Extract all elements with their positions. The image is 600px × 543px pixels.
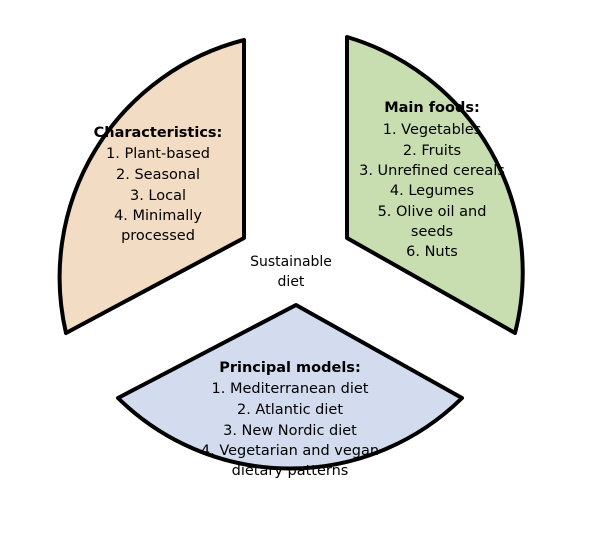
principal-models-item: 2. Atlantic diet — [237, 402, 343, 418]
main-foods-item: 6. Nuts — [406, 244, 458, 260]
characteristics-item: 1. Plant-based — [106, 146, 210, 162]
center-label: Sustainable diet — [250, 254, 332, 290]
center-label-line: diet — [278, 274, 305, 290]
main-foods-item: 2. Fruits — [403, 143, 461, 159]
principal-models-segment — [116, 303, 464, 471]
main-foods-title: Main foods: — [384, 100, 480, 116]
main-foods-item: 5. Olive oil and — [378, 204, 487, 220]
principal-models-text: Principal models: 1. Mediterranean diet … — [201, 360, 379, 479]
principal-models-item: dietary patterns — [232, 463, 349, 479]
main-foods-item: 1. Vegetables — [383, 122, 482, 138]
main-foods-segment — [345, 35, 525, 335]
characteristics-text: Characteristics: 1. Plant-based 2. Seaso… — [94, 125, 223, 244]
principal-models-title: Principal models: — [219, 360, 361, 376]
main-foods-item: 3. Unrefined cereals — [359, 163, 505, 179]
center-label-line: Sustainable — [250, 254, 332, 270]
principal-models-item: 1. Mediterranean diet — [212, 381, 369, 397]
characteristics-item: 4. Minimally — [114, 208, 202, 224]
principal-models-item: 3. New Nordic diet — [223, 423, 357, 439]
characteristics-item: processed — [121, 228, 195, 244]
main-foods-item: 4. Legumes — [390, 183, 474, 199]
main-foods-text: Main foods: 1. Vegetables 2. Fruits 3. U… — [359, 100, 505, 260]
characteristics-title: Characteristics: — [94, 125, 223, 141]
characteristics-item: 3. Local — [130, 188, 186, 204]
principal-models-item: 4. Vegetarian and vegan — [201, 443, 379, 459]
characteristics-segment — [57, 38, 246, 335]
main-foods-item: seeds — [411, 224, 453, 240]
characteristics-item: 2. Seasonal — [116, 167, 200, 183]
